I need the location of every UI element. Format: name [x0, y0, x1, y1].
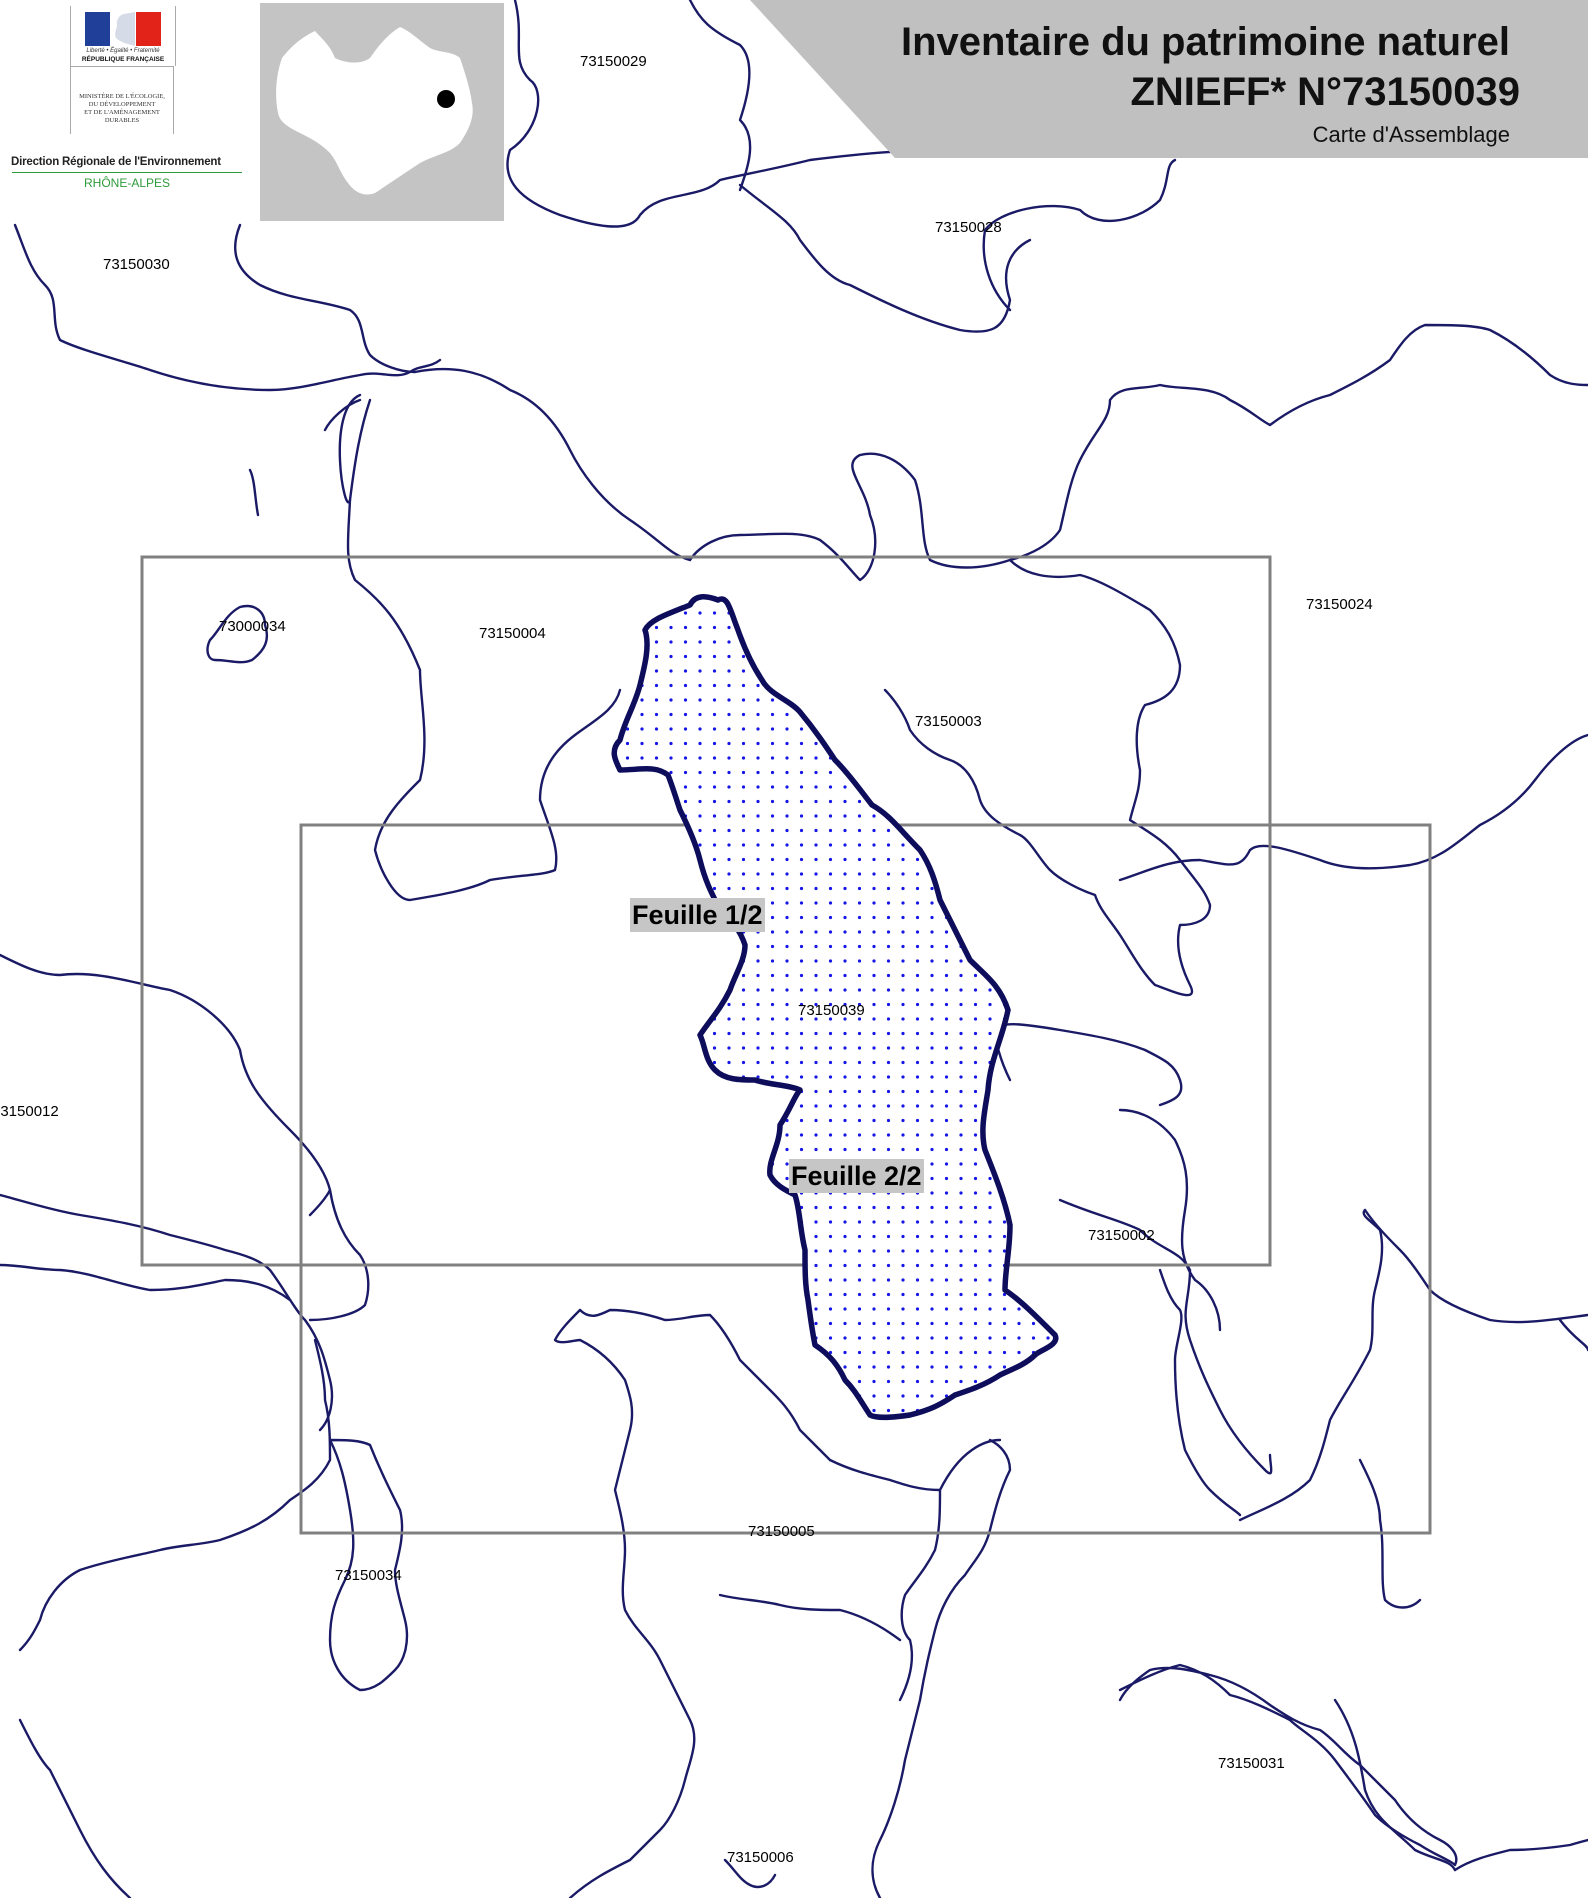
republic-name: RÉPUBLIQUE FRANÇAISE — [81, 56, 165, 63]
zone-labels: 73150029 73150028 73150030 73000034 7315… — [0, 53, 1373, 1866]
sheet-label-1[interactable]: Feuille 1/2 — [630, 898, 765, 932]
flag-white-band — [110, 12, 136, 46]
zone-label: 73150034 — [335, 1567, 402, 1584]
region-name: RHÔNE-ALPES — [83, 176, 171, 190]
sheet-frame-1 — [140, 555, 1272, 1267]
sheet-label-2[interactable]: Feuille 2/2 — [789, 1159, 924, 1193]
dreal-logo: Liberté • Égalité • Fraternité RÉPUBLIQU… — [0, 0, 250, 200]
department-shape — [276, 27, 473, 195]
site-location-marker — [437, 90, 455, 108]
zone-label: 73150006 — [727, 1849, 794, 1866]
zone-label: 73150029 — [580, 53, 647, 70]
ministry-line: MINISTÈRE DE L'ÉCOLOGIE, — [79, 93, 165, 100]
zone-label: 73150004 — [479, 625, 546, 642]
republic-motto: Liberté • Égalité • Fraternité — [86, 48, 160, 54]
ministry-line: DU DÉVELOPPEMENT — [88, 101, 156, 108]
zone-label: 73150012 — [0, 1103, 59, 1120]
ministry-line: ET DE L'AMÉNAGEMENT — [84, 109, 160, 116]
znieff-73150039-area[interactable] — [611, 593, 1059, 1420]
zone-label: 73150005 — [748, 1523, 815, 1540]
marianne-profile-icon — [115, 12, 136, 46]
zone-label: 73150039 — [798, 1002, 865, 1019]
zone-label: 73150024 — [1306, 596, 1373, 613]
zone-label: 73000034 — [219, 618, 286, 635]
savoie-locator-map — [276, 27, 473, 195]
ministry-name: MINISTÈRE DE L'ÉCOLOGIE, DU DÉVELOPPEMEN… — [70, 66, 174, 134]
page-subtitle: Carte d'Assemblage — [1312, 122, 1510, 147]
flag-red-band — [135, 12, 161, 46]
republique-francaise-logo: Liberté • Égalité • Fraternité RÉPUBLIQU… — [70, 6, 176, 66]
marianne-flag-icon — [85, 12, 161, 46]
page-title: Inventaire du patrimoine naturel — [900, 20, 1510, 64]
flag-blue-band — [85, 12, 111, 46]
logo-divider — [12, 172, 242, 173]
ministry-line: DURABLES — [104, 117, 140, 124]
locator-inset[interactable] — [260, 3, 504, 221]
title-banner — [750, 0, 1588, 158]
direction-name: Direction Régionale de l'Environnement — [11, 156, 221, 168]
zone-label: 73150002 — [1088, 1227, 1155, 1244]
znieff-number: ZNIEFF* N°73150039 — [1130, 70, 1520, 114]
zone-label: 73150003 — [915, 713, 982, 730]
zone-label: 73150028 — [935, 219, 1002, 236]
zone-label: 73150030 — [103, 256, 170, 273]
zone-label: 73150031 — [1218, 1755, 1285, 1772]
